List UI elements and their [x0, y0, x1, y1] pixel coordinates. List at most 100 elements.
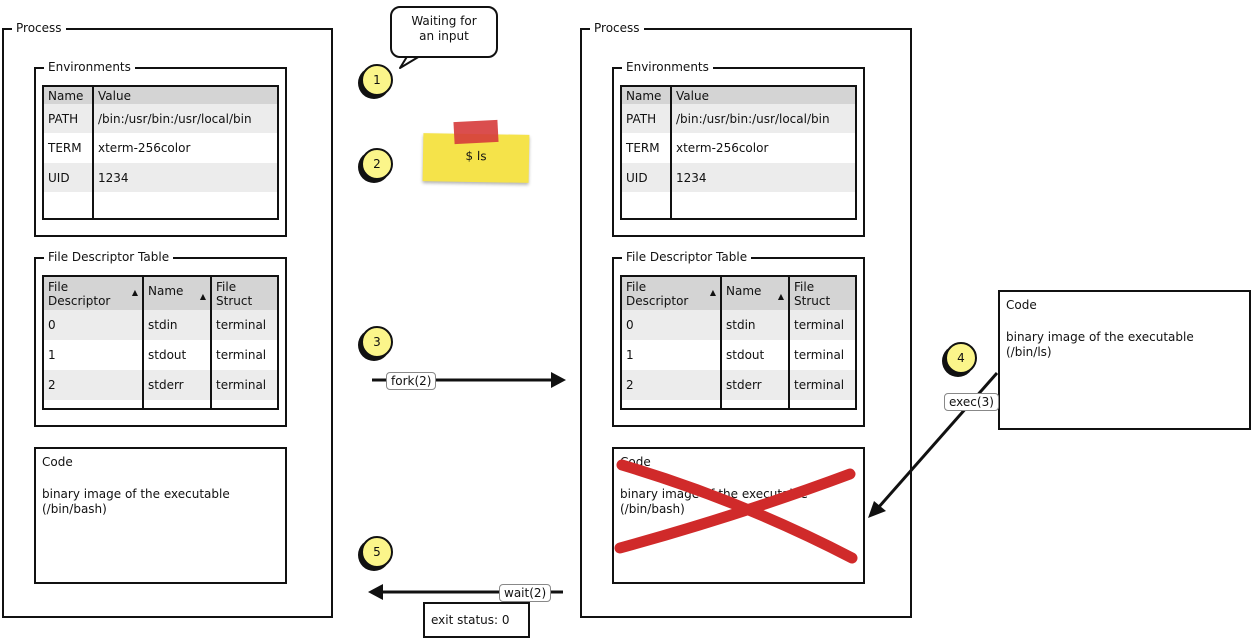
code-line: (/bin/bash): [42, 502, 107, 516]
fdt-header-descriptor: ▲ File Descriptor: [621, 276, 721, 310]
fdt-header-struct: File Struct: [210, 276, 278, 310]
fdt-header-text: File: [794, 279, 815, 294]
fdt-cell-empty: [142, 400, 211, 409]
fork-label: fork(2): [386, 372, 437, 390]
fdt-cell: 1: [48, 348, 56, 362]
fdt-cell: terminal: [788, 370, 856, 400]
fdt-cell: stdout: [720, 340, 789, 370]
fdt-header-struct: File Struct: [788, 276, 856, 310]
env-header-value: Value: [670, 86, 856, 104]
env-cell: xterm-256color: [92, 133, 278, 163]
env-cell-empty: [621, 192, 671, 219]
sticky-tape: [453, 119, 499, 145]
fdt-header-text: Name: [148, 283, 184, 298]
left-env-title: Environments: [44, 58, 135, 76]
fdt-header-name: ▲ Name: [142, 276, 211, 310]
fdt-cell: terminal: [788, 340, 856, 370]
env-header-value: Value: [92, 86, 278, 104]
env-cell: TERM: [626, 141, 660, 155]
sort-up-icon[interactable]: ▲: [199, 291, 206, 301]
code-line: binary image of the executable: [1006, 330, 1194, 344]
fdt-header-descriptor: ▲ File Descriptor: [43, 276, 143, 310]
fdt-cell: stdin: [142, 310, 211, 340]
env-cell: PATH: [621, 104, 671, 133]
right-env-title: Environments: [622, 58, 713, 76]
step-4-marker: 4: [945, 342, 977, 374]
code-title: Code: [42, 455, 73, 469]
fdt-cell-empty: [720, 400, 789, 409]
fdt-cell: 0: [43, 310, 143, 340]
env-cell-empty: [43, 192, 93, 219]
env-cell: TERM: [48, 141, 82, 155]
fdt-cell: terminal: [210, 310, 278, 340]
env-cell: 1234: [92, 163, 278, 192]
fdt-header-text: File: [48, 279, 69, 294]
env-cell: xterm-256color: [670, 133, 856, 163]
env-cell: UID: [621, 163, 671, 192]
exec-label: exec(3): [944, 393, 999, 411]
env-cell: PATH: [43, 104, 93, 133]
fdt-cell: stderr: [142, 370, 211, 400]
env-header-name: Name: [621, 86, 671, 104]
wait-label: wait(2): [499, 584, 552, 602]
right-process-title: Process: [590, 19, 644, 37]
step-5-marker: 5: [361, 536, 393, 568]
code-title: Code: [620, 455, 651, 469]
fdt-cell: 0: [621, 310, 721, 340]
code-line: binary image of the executable: [620, 487, 808, 501]
step-3-marker: 3: [361, 326, 393, 358]
left-env-table: Name Value PATH/bin:/usr/bin:/usr/local/…: [42, 85, 279, 220]
fdt-cell: 2: [621, 370, 721, 400]
exit-status-box: exit status: 0: [423, 602, 530, 638]
fdt-header-text: Struct: [794, 293, 831, 308]
right-code-box: Code binary image of the executable (/bi…: [612, 447, 865, 584]
bubble-line: an input: [419, 29, 469, 43]
code-line: binary image of the executable: [42, 487, 230, 501]
sticky-text: $ ls: [465, 148, 487, 164]
right-env-table: Name Value PATH/bin:/usr/bin:/usr/local/…: [620, 85, 857, 220]
fdt-cell: stdin: [720, 310, 789, 340]
fdt-header-text: Struct: [216, 293, 253, 308]
code-title: Code: [1006, 298, 1037, 312]
bubble-line: Waiting for: [411, 14, 477, 28]
step-1-marker: 1: [361, 64, 393, 96]
code-line: (/bin/bash): [620, 502, 685, 516]
step-2-marker: 2: [361, 148, 393, 180]
env-cell: /bin:/usr/bin:/usr/local/bin: [92, 104, 278, 133]
waiting-speech-bubble: Waiting for an input: [390, 6, 498, 58]
fdt-cell: terminal: [788, 310, 856, 340]
code-line: (/bin/ls): [1006, 345, 1052, 359]
fdt-cell: 2: [43, 370, 143, 400]
fdt-cell-empty: [210, 400, 278, 409]
fdt-header-text: Name: [726, 283, 762, 298]
fdt-header-text: File: [216, 279, 237, 294]
env-cell: /bin:/usr/bin:/usr/local/bin: [670, 104, 856, 133]
fdt-header-text: Descriptor: [626, 293, 689, 308]
env-cell-empty: [670, 192, 856, 219]
fdt-cell: stdout: [142, 340, 211, 370]
env-header-name: Name: [43, 86, 93, 104]
left-code-box: Code binary image of the executable (/bi…: [34, 447, 287, 584]
fdt-cell-empty: [788, 400, 856, 409]
sort-up-icon[interactable]: ▲: [709, 287, 716, 297]
fdt-header-text: File: [626, 279, 647, 294]
env-cell-empty: [92, 192, 278, 219]
fork-arrow-head: [551, 372, 566, 388]
left-process-title: Process: [12, 19, 66, 37]
env-cell: UID: [43, 163, 93, 192]
fdt-header-name: ▲ Name: [720, 276, 789, 310]
left-fdt-title: File Descriptor Table: [44, 248, 174, 266]
fdt-cell-empty: [43, 400, 143, 409]
fdt-cell: stderr: [720, 370, 789, 400]
wait-arrow-head: [368, 584, 383, 600]
new-code-box: Code binary image of the executable (/bi…: [998, 290, 1251, 430]
sort-up-icon[interactable]: ▲: [777, 291, 784, 301]
sort-up-icon[interactable]: ▲: [131, 287, 138, 297]
env-cell: 1234: [670, 163, 856, 192]
right-fdt-title: File Descriptor Table: [622, 248, 752, 266]
fdt-cell-empty: [621, 400, 721, 409]
fdt-cell: terminal: [210, 340, 278, 370]
fdt-header-text: Descriptor: [48, 293, 111, 308]
